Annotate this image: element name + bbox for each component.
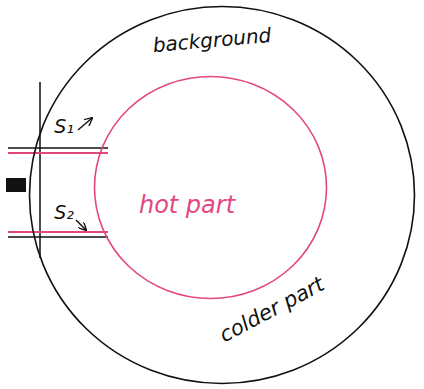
slit-edge [8, 231, 108, 233]
region-name: hot part [139, 192, 235, 218]
region-name-wrap: colder part [216, 273, 328, 347]
hot-region: hot part [93, 75, 328, 300]
slit-label-wrap: S₁ [54, 116, 74, 137]
region-name: colder part [216, 273, 328, 347]
pointer-arrow [78, 118, 92, 130]
slit-label: S₂ [54, 202, 74, 223]
slit-edge [8, 152, 108, 154]
slit-label: S₁ [54, 116, 74, 137]
region-ellipse [30, 7, 415, 384]
slit-label-wrap: S₂ [54, 202, 74, 223]
detector-blob [6, 178, 26, 192]
region-label-wrap: background [152, 24, 272, 56]
region-name-wrap: hot part [139, 192, 235, 218]
region-label: background [152, 24, 272, 56]
pointer-arrow [76, 220, 86, 230]
outer-region: colder part hot part [28, 5, 416, 385]
region-ellipse [95, 77, 327, 299]
slit-edge [8, 147, 108, 149]
slit-edge [8, 236, 108, 238]
region-outline [93, 75, 328, 300]
